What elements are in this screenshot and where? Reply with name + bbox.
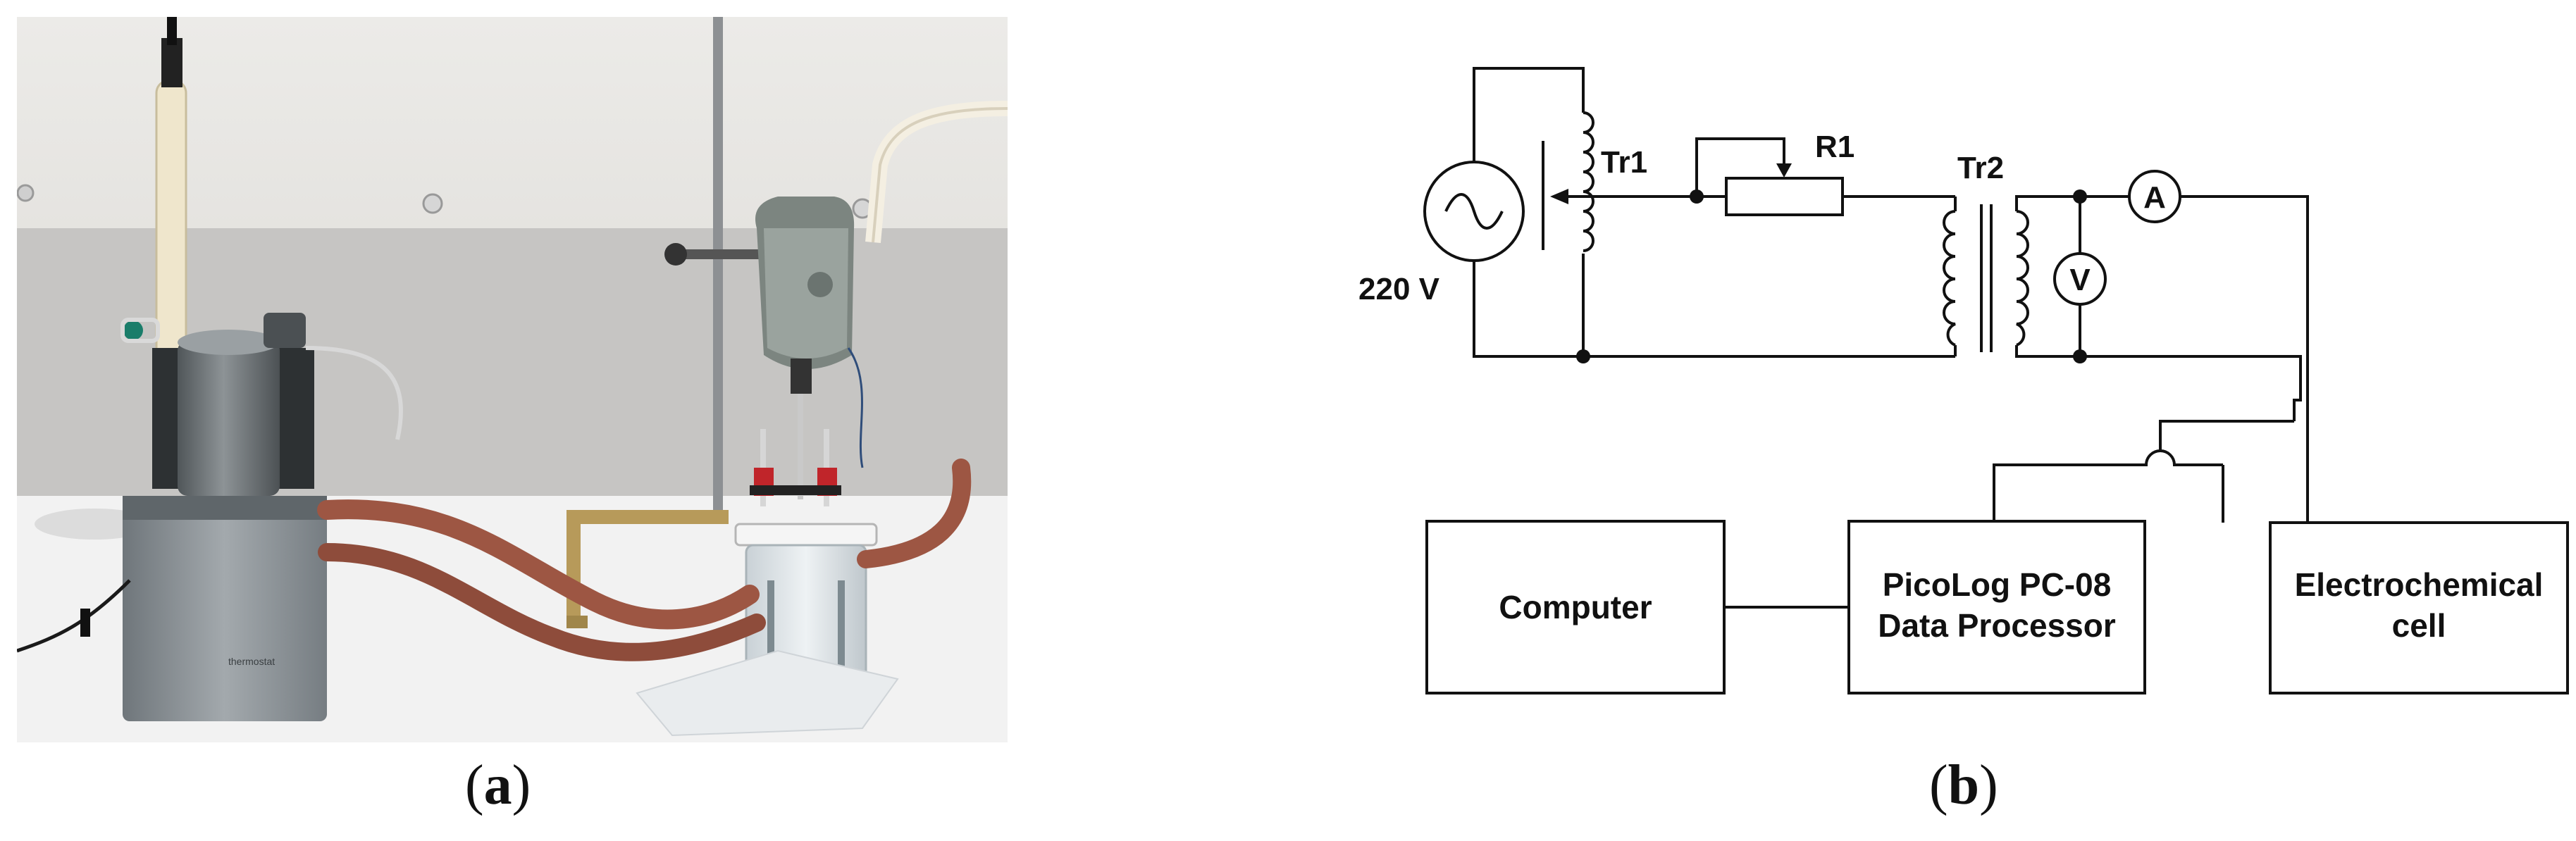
processor-label-line1: PicoLog PC-08 [1883, 566, 2112, 603]
data-processor-box [1847, 520, 2146, 694]
processor-label-line2: Data Processor [1878, 607, 2116, 644]
wire-source-top [1473, 67, 1585, 163]
stand-base [566, 510, 729, 623]
tr1-label: Tr1 [1601, 145, 1647, 180]
wire-tr2-secondary-bottom [2015, 345, 2080, 358]
ammeter-label: A [2143, 180, 2166, 215]
ammeter-icon [2128, 170, 2181, 223]
tr2-primary-coil [1943, 210, 1956, 347]
wire-cell-branch [2159, 420, 2294, 451]
r1-arrow-icon [1776, 163, 1792, 177]
wire-ammeter-cell [2167, 195, 2309, 523]
hose-return [318, 543, 766, 661]
junction-dot [2073, 189, 2087, 204]
clamp-knob-icon [664, 243, 687, 266]
wire-rheostat-wiper [1695, 137, 1785, 197]
bubble-wrap [636, 649, 899, 737]
circuit-schematic: 220 V Tr1 R1 Tr2 V A C [1268, 0, 2576, 747]
wire-tr2-secondary-top [2015, 195, 2142, 211]
pump-head [264, 313, 306, 348]
stand-foot [566, 616, 588, 628]
schematic-drawing: 220 V Tr1 R1 Tr2 V A C [1358, 67, 2569, 694]
white-cable-edge [872, 107, 1008, 243]
grey-cable [305, 346, 403, 440]
pump-motor [178, 341, 280, 496]
electrode-in-cell [767, 580, 774, 679]
stirrer-logo-icon [807, 272, 833, 297]
circuit-wires [1473, 67, 2309, 609]
valve-fitting [120, 318, 160, 343]
computer-box [1425, 520, 1726, 694]
cell-label-line1: Electrochemical [2295, 566, 2544, 603]
stirrer-housing [764, 228, 848, 359]
tr1-coil [1583, 111, 1594, 252]
transformer-tr2 [1943, 204, 2029, 352]
stand-rod [713, 17, 723, 510]
cell-label-line2: cell [2392, 607, 2446, 644]
resistor-r1 [1725, 177, 1844, 216]
ac-source [1423, 161, 1525, 262]
computer-label: Computer [1499, 589, 1652, 625]
hose-cell [857, 459, 972, 568]
thermometer-tube [155, 79, 187, 378]
wire-processor-top [1993, 463, 2143, 521]
cell-lid [734, 523, 878, 547]
thermostat-label: thermostat [228, 656, 275, 667]
sine-wave-icon [1444, 193, 1504, 230]
pump-motor-top [178, 330, 279, 355]
wall-fixture-icon [17, 184, 35, 202]
electrode-holder [750, 485, 841, 495]
stand-clamp [676, 249, 760, 259]
junction-dot [1690, 189, 1704, 204]
black-cable [17, 579, 131, 653]
junction-dot [1576, 349, 1590, 363]
caption-b: (b) [1929, 754, 1998, 816]
caption-a: (a) [465, 754, 531, 816]
tube-cap [161, 38, 182, 87]
tr2-secondary-coil [2016, 210, 2029, 347]
thermostat-body [123, 496, 327, 721]
setup-illustration: thermostat [17, 17, 1008, 742]
tube-probe [167, 17, 177, 45]
photo-experimental-setup: thermostat [17, 17, 1008, 742]
wire-crossover [2143, 449, 2223, 466]
source-voltage-label: 220 V [1358, 272, 1440, 306]
wall-fixture-icon [422, 193, 443, 214]
transformer-tr1 [1542, 111, 1594, 252]
voltmeter-label: V [2069, 263, 2091, 297]
wire-source-bottom [1473, 254, 1585, 358]
junction-dot [2073, 349, 2087, 363]
wire-secondary-bottom [2080, 355, 2302, 421]
tr1-arrow-icon [1550, 189, 1568, 204]
r1-label: R1 [1815, 130, 1854, 164]
thermostat-top [123, 496, 327, 520]
electrode-in-cell [838, 580, 845, 679]
stirrer-chuck [791, 359, 812, 394]
tr2-label: Tr2 [1957, 151, 2004, 185]
green-valve-icon [123, 320, 143, 340]
cable-plug [80, 609, 90, 637]
electrochemical-cell-box [2269, 521, 2569, 694]
blue-wire [847, 347, 864, 468]
hose-outlet [317, 499, 760, 630]
voltmeter-icon [2053, 252, 2107, 306]
stirrer-shaft [798, 394, 803, 499]
